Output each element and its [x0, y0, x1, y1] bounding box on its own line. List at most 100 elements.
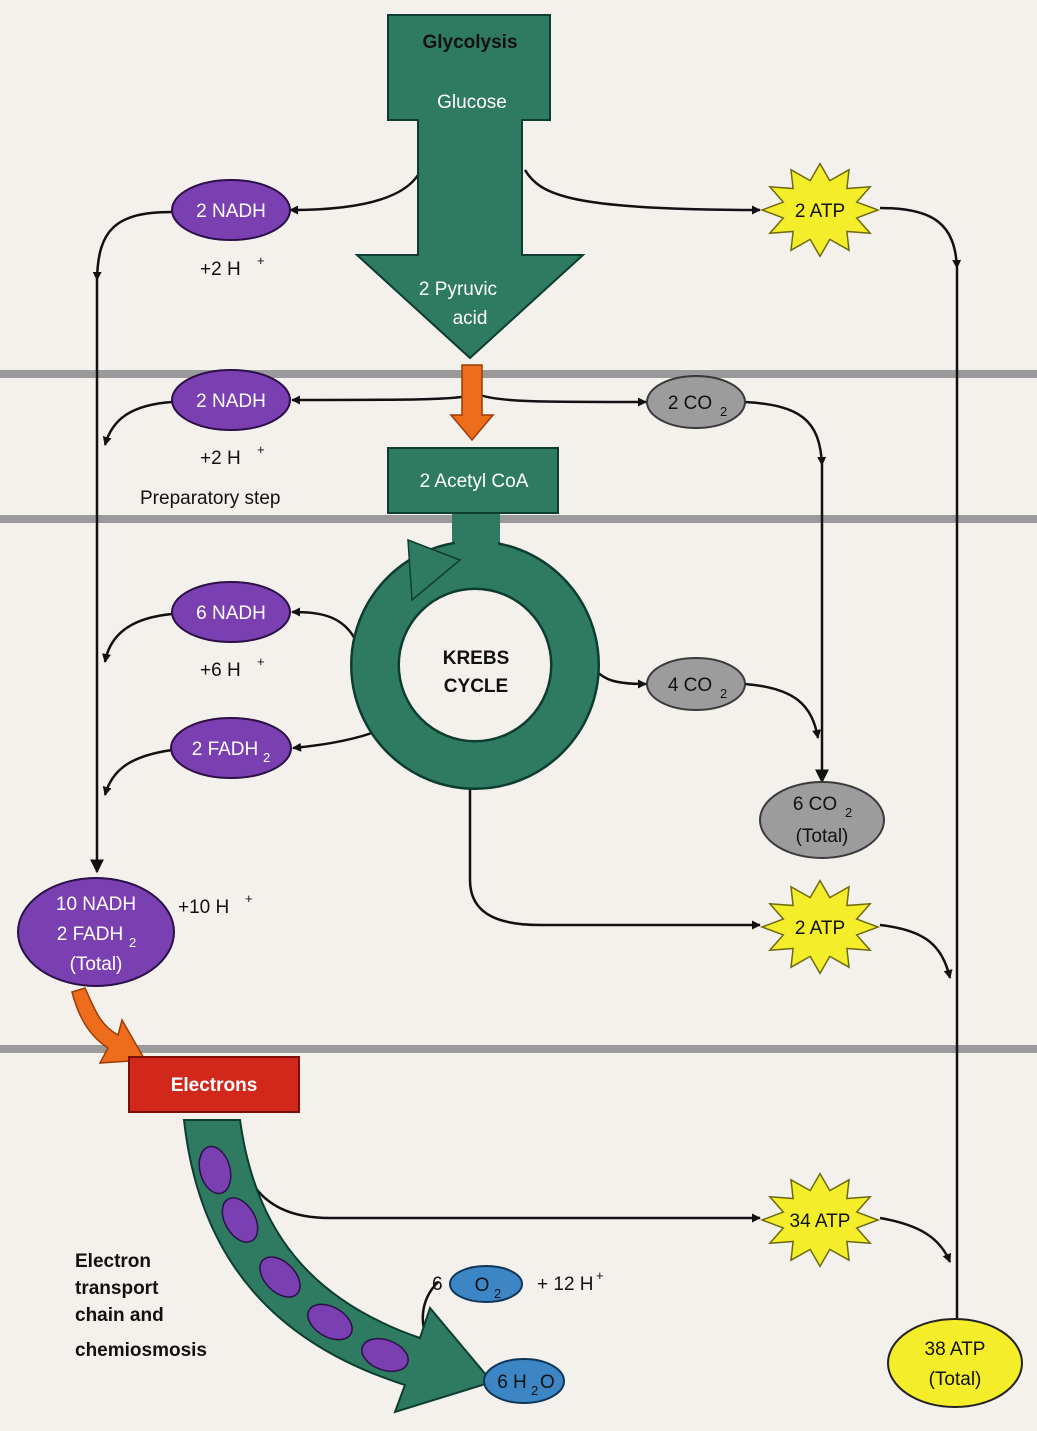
atp-starburst — [759, 162, 881, 258]
etc-protein-oval — [221, 1197, 259, 1243]
arrow-krebs-atp-to-column — [879, 923, 953, 979]
subscript-2: 2 — [494, 1286, 501, 1301]
krebs-atp: 2 ATP — [759, 879, 881, 975]
oxygen-label: O — [475, 1275, 490, 1296]
hydrogen-label: +2 H — [200, 448, 241, 469]
plus-superscript: + — [257, 253, 265, 268]
arrow-krebs-to-nadh — [291, 607, 360, 646]
divider-line — [0, 370, 1037, 378]
krebs-label-1: KREBS — [443, 648, 510, 669]
preparatory-nadh: 2 NADH +2 H + Preparatory step — [140, 369, 291, 509]
atp-label: 2 ATP — [795, 201, 845, 222]
subscript-2: 2 — [720, 686, 727, 701]
arrow-glycolysis-to-atp — [523, 169, 761, 215]
arrow-glycolysis-to-nadh — [289, 174, 420, 215]
arrow-prep-to-nadh — [291, 393, 471, 405]
divider-line — [0, 515, 1037, 523]
arrow-krebs-nadh-to-column — [102, 612, 173, 663]
electron-transport-chain — [182, 1119, 494, 1414]
arrow-etc-atp-to-column — [879, 1216, 952, 1263]
etc-protein-oval — [307, 1303, 353, 1341]
total-nadh-label: 10 NADH — [56, 894, 136, 915]
subscript-2: 2 — [845, 805, 852, 820]
pyruvate-transfer-arrow — [449, 364, 495, 442]
total-atp-label: 38 ATP — [925, 1339, 986, 1360]
arrow-etc-to-atp — [248, 1179, 761, 1223]
acetyl-coa-box — [387, 447, 559, 514]
etc-label-line: Electron — [75, 1251, 151, 1272]
co2-label: 4 CO — [668, 675, 712, 696]
arrow-prep-to-co2 — [479, 393, 647, 407]
nadh-oval — [171, 581, 291, 643]
arrow-krebs-to-atp — [468, 780, 761, 930]
etc-atp: 34 ATP — [759, 1172, 881, 1268]
oxygen-oval — [449, 1265, 523, 1303]
preparatory-co2: 2 CO 2 — [646, 375, 746, 429]
total-co2-total-label: (Total) — [796, 826, 849, 847]
arrow-fadh2-to-column — [102, 748, 173, 796]
electrons-rect — [128, 1056, 300, 1113]
subscript-2: 2 — [720, 404, 727, 419]
arrow-prep-nadh-to-column — [102, 400, 173, 446]
total-atp: 38 ATP (Total) — [887, 1318, 1023, 1408]
nadh-oval — [171, 369, 291, 431]
etc-curved-arrow — [182, 1119, 494, 1414]
krebs-fadh2: 2 FADH 2 — [170, 717, 292, 779]
total-carriers-oval — [17, 877, 175, 987]
subscript-2: 2 — [129, 935, 136, 950]
atp-label: 2 ATP — [795, 918, 845, 939]
etc-protein-oval — [198, 1145, 232, 1195]
krebs-co2: 4 CO 2 — [646, 657, 746, 711]
divider-line — [0, 1045, 1037, 1053]
krebs-block: 2 Acetyl CoA KREBS CYCLE — [350, 447, 600, 790]
plus-superscript: + — [257, 654, 265, 669]
co2-label: 2 CO — [668, 393, 712, 414]
plus-superscript: + — [245, 891, 253, 906]
total-fadh2-label: 2 FADH — [57, 924, 124, 945]
fadh2-oval — [170, 717, 292, 779]
oxygen-input: 6 O 2 + 12 H + — [432, 1265, 604, 1303]
etc-label-line: transport — [75, 1278, 159, 1299]
total-co2: 6 CO 2 (Total) — [759, 781, 885, 859]
water-oval — [483, 1358, 565, 1404]
atp-starburst — [759, 1172, 881, 1268]
glucose-label: Glucose — [437, 92, 507, 113]
plus-superscript: + — [257, 442, 265, 457]
total-carriers: 10 NADH 2 FADH 2 (Total) +10 H + — [17, 877, 253, 987]
stage-dividers — [0, 370, 1037, 1053]
etc-protein-oval — [259, 1256, 301, 1298]
arrow-krebs-to-co2 — [594, 669, 647, 689]
atp-label: 34 ATP — [790, 1211, 851, 1232]
co2-oval — [646, 657, 746, 711]
krebs-label-2: CYCLE — [444, 676, 508, 697]
carrier-transfer-arrow — [71, 987, 147, 1064]
total-carriers-total-label: (Total) — [70, 954, 123, 975]
total-co2-label: 6 CO — [793, 794, 837, 815]
co2-oval — [646, 375, 746, 429]
arrow-co2-to-column — [744, 400, 827, 466]
electrons-box: Electrons — [128, 1056, 300, 1113]
fadh2-label: 2 FADH — [192, 739, 259, 760]
hydrogen-label: +6 H — [200, 660, 241, 681]
subscript-2: 2 — [531, 1383, 538, 1398]
etc-label-line: chemiosmosis — [75, 1340, 207, 1361]
subscript-2: 2 — [263, 750, 270, 765]
plus-superscript: + — [596, 1268, 604, 1283]
water-oxygen: O — [540, 1372, 555, 1393]
nadh-label: 2 NADH — [196, 201, 266, 222]
etc-protein-oval — [361, 1337, 409, 1373]
arrow-nadh-to-column — [92, 210, 173, 281]
electrons-label: Electrons — [171, 1075, 258, 1096]
arrow-krebs-co2-to-column — [744, 682, 821, 739]
atp-starburst — [759, 879, 881, 975]
oxygen-coefficient: 6 — [432, 1274, 443, 1295]
total-hydrogen-label: +10 H — [178, 897, 229, 918]
glycolysis-nadh: 2 NADH +2 H + — [171, 179, 291, 280]
glycolysis-block: Glycolysis Glucose 2 Pyruvic acid — [354, 14, 586, 360]
water-output: 6 H 2 O — [483, 1358, 565, 1404]
water-label: 6 H — [497, 1372, 527, 1393]
total-co2-oval — [759, 781, 885, 859]
krebs-arrowhead — [407, 538, 462, 602]
etc-label-line: chain and — [75, 1305, 164, 1326]
